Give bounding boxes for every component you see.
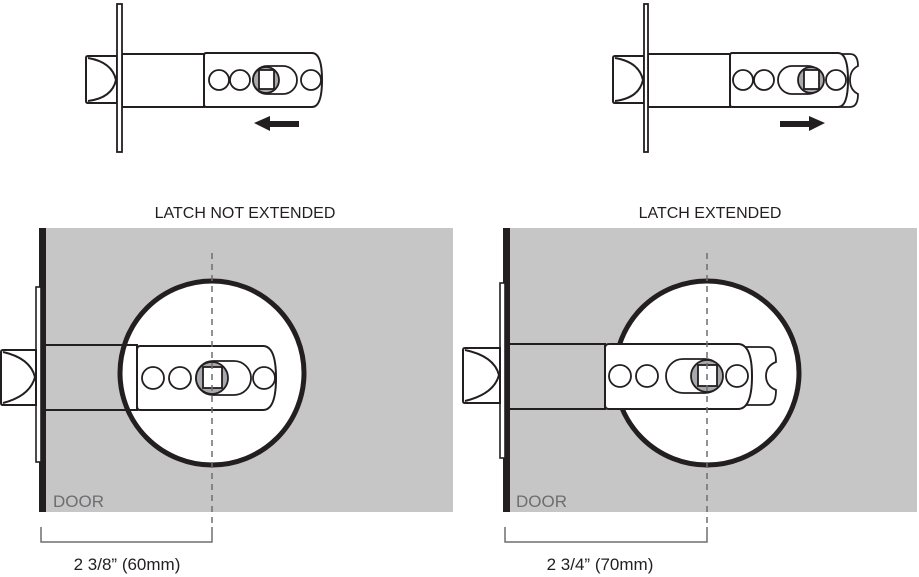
latch-extended-side-view [612,3,859,153]
panel-latch-not-extended: LATCH NOT EXTENDED DOOR 2 3/8” (60mm) [0,205,453,574]
door-label: DOOR [516,492,567,511]
door-label: DOOR [53,492,104,511]
arrow-left-icon [254,116,299,131]
dimension-bracket [40,527,213,543]
arrow-right-icon [780,116,825,131]
panel-title: LATCH NOT EXTENDED [155,205,336,222]
backset-dimension: 2 3/8” (60mm) [74,555,181,574]
panel-title: LATCH EXTENDED [639,205,782,222]
door-edge [503,228,510,512]
dimension-bracket [504,527,708,543]
door-edge [39,228,46,512]
latch-retracted-side-view [85,3,324,153]
backset-dimension: 2 3/4” (70mm) [547,555,654,574]
panel-latch-extended: LATCH EXTENDED DOOR 2 3/4” (70mm) [462,205,917,574]
